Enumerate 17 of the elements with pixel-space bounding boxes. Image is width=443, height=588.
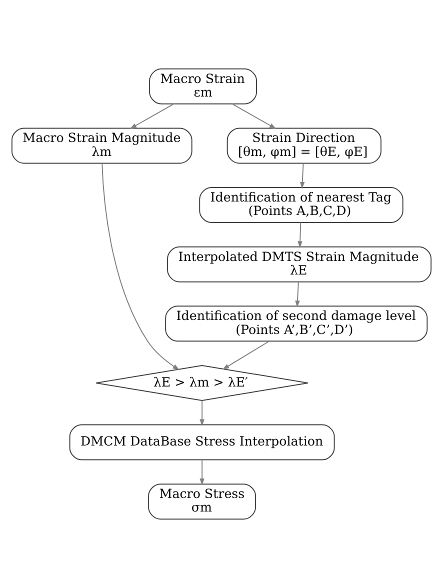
node-box: DMCM DataBase Stress Interpolation [69, 424, 335, 460]
node-box: Interpolated DMTS Strain Magnitude λE [167, 246, 432, 282]
arrow [200, 459, 204, 486]
node-box: Macro Strain εm [149, 68, 257, 104]
arrow [222, 340, 270, 370]
arrow [298, 222, 302, 248]
node-box: Macro Stress σm [148, 484, 256, 520]
arrow [295, 281, 300, 308]
node-box: Identification of nearest Tag (Points A,B,C,D) [199, 187, 404, 224]
arrow [130, 103, 174, 129]
arrow [200, 400, 204, 426]
node-box: Strain Direction [θm, φm] = [θE, φE] [226, 128, 382, 164]
arrow [232, 103, 276, 129]
arrow [300, 162, 305, 189]
arrow [102, 162, 180, 370]
node-box: Identification of second damage level (Points A’,B’,C’,D’) [165, 306, 428, 342]
node-box: Macro Strain Magnitude λm [11, 128, 192, 164]
